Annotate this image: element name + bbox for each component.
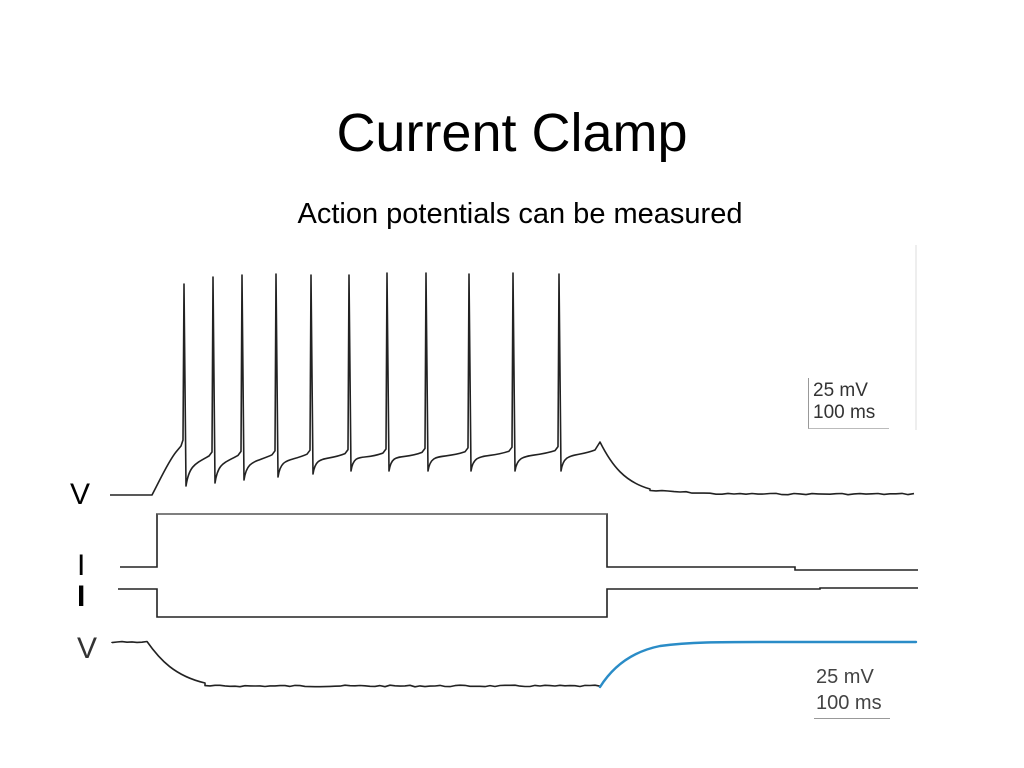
slide-title: Current Clamp: [336, 103, 688, 163]
top-voltage-label: V: [70, 478, 91, 511]
top-voltage-trace: [110, 272, 915, 496]
bottom-current-label: I: [77, 580, 86, 613]
slide-subtitle: Action potentials can be measured: [297, 198, 743, 230]
bottom-scale-voltage: 25 mV: [816, 666, 874, 688]
top-scale-bar: 25 mV 100 ms: [808, 378, 890, 429]
bottom-voltage-label: V: [77, 632, 98, 665]
bottom-current-step: [118, 587, 918, 618]
bottom-scale-bar: 25 mV 100 ms: [814, 664, 890, 719]
top-scale-time: 100 ms: [813, 402, 876, 423]
top-scale-voltage: 25 mV: [813, 380, 868, 401]
bottom-recovery-trace: [598, 640, 918, 689]
top-current-step: [120, 513, 918, 571]
bottom-voltage-trace: [111, 640, 601, 688]
top-current-label: I: [77, 549, 86, 582]
bottom-scale-time: 100 ms: [816, 692, 882, 714]
